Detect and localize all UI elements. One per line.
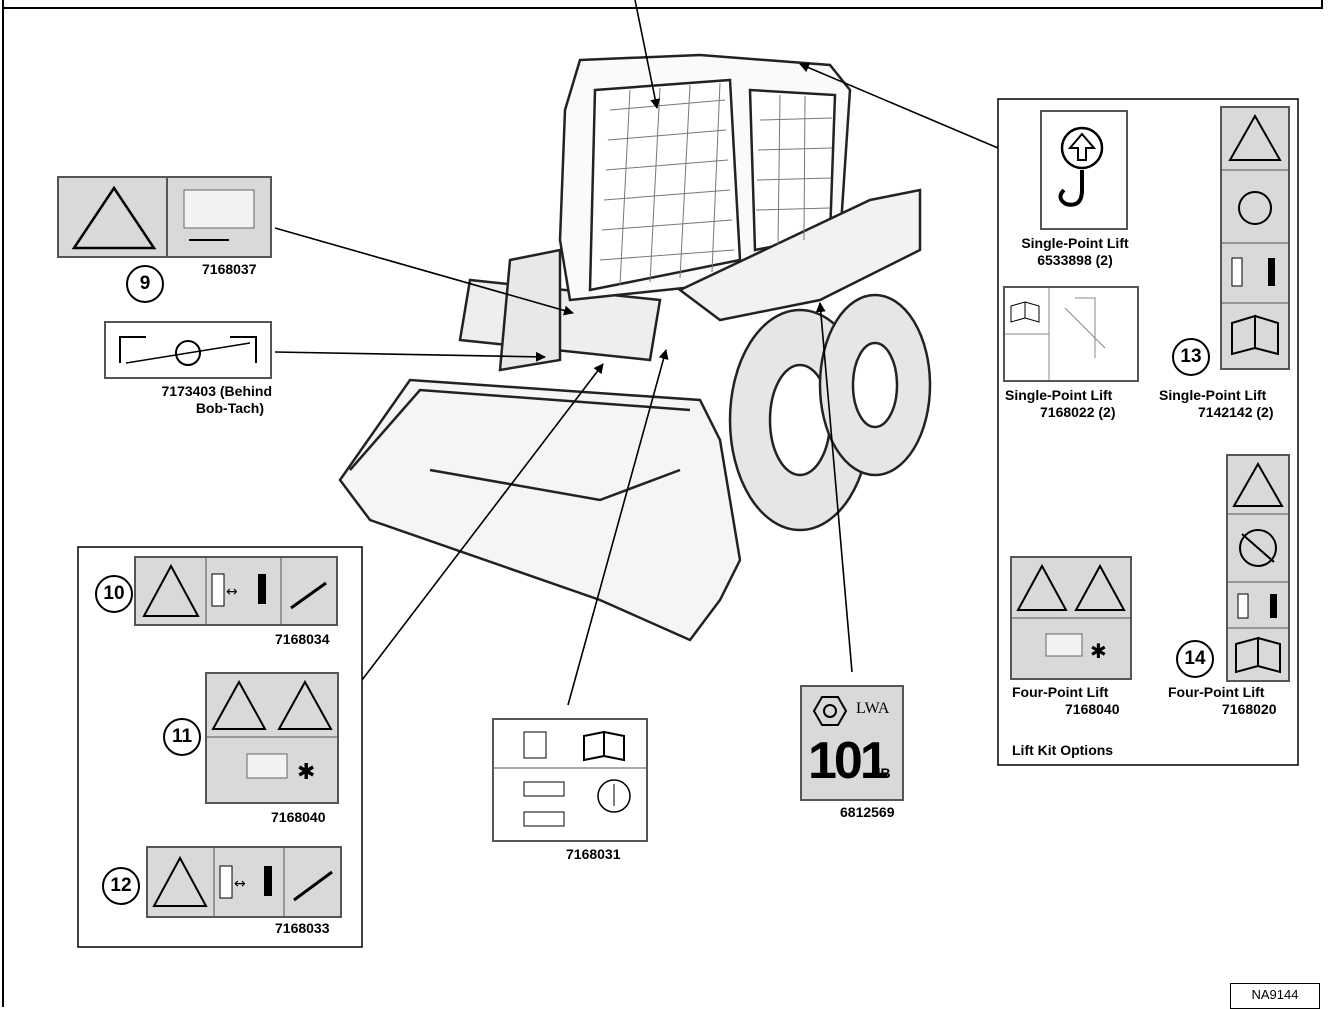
single-point-lift-b-part: 7168022 (2)	[1040, 404, 1116, 420]
part-number-7168040: 7168040	[271, 809, 326, 825]
part-number-7168033: 7168033	[275, 920, 330, 936]
bob-tach-lever-icon	[119, 336, 257, 366]
decal-7142142	[1220, 106, 1290, 370]
decal-group-10-12-box	[77, 546, 363, 948]
manual-book-icon	[1005, 288, 1106, 380]
part-number-7168031: 7168031	[566, 846, 621, 862]
decal-7168022	[1003, 286, 1139, 382]
callout-11: 11	[163, 718, 201, 756]
crush-hazard-icon: ✱	[1012, 563, 1130, 663]
svg-text:✱: ✱	[297, 760, 315, 785]
part-number-6812569: 6812569	[840, 804, 895, 820]
four-point-lift-a-part: 7168040	[1065, 701, 1120, 717]
arrow-7173403	[274, 351, 546, 362]
single-point-lift-a-part: 6533898 (2)	[1037, 252, 1113, 268]
part-number-7173403-line1: 7173403 (Behind	[161, 383, 273, 399]
arrow-6812569	[815, 302, 853, 673]
decal-7168020	[1226, 454, 1290, 682]
callout-14: 14	[1176, 640, 1214, 678]
callout-9: 9	[126, 265, 164, 303]
arrow-top	[634, 0, 661, 109]
single-point-lift-b-title: Single-Point Lift	[1005, 387, 1113, 403]
lift-hook-icon	[1058, 126, 1104, 207]
arrow-lift-kit	[799, 62, 999, 149]
single-point-lift-c-title: Single-Point Lift	[1159, 387, 1267, 403]
warning-triangle-icon: ✱	[207, 679, 337, 785]
decal-6533898	[1040, 110, 1128, 230]
page-frame-top	[3, 0, 1323, 9]
svg-text:↔: ↔	[234, 876, 246, 892]
stay-clear-icon: ↔	[152, 848, 333, 916]
decal-7168033: ↔	[146, 846, 342, 918]
arrow-10-12	[361, 363, 604, 681]
svg-text:✱: ✱	[1090, 639, 1107, 663]
warning-triangle-icon	[71, 178, 255, 256]
sound-level-icon	[812, 696, 848, 726]
callout-10: 10	[95, 575, 133, 613]
four-point-lift-a-title: Four-Point Lift	[1012, 684, 1109, 700]
callout-12: 12	[102, 867, 140, 905]
stay-clear-icon	[1228, 461, 1288, 674]
decal-7168040: ✱	[205, 672, 339, 804]
four-point-lift-b-title: Four-Point Lift	[1168, 684, 1265, 700]
arrow-9	[274, 227, 574, 316]
single-point-lift-a-title: Single-Point Lift	[1021, 235, 1129, 251]
warning-triangle-icon	[1222, 113, 1288, 356]
decal-7168040-lift: ✱	[1010, 556, 1132, 680]
svg-text:↔: ↔	[226, 584, 238, 600]
four-point-lift-b-part: 7168020	[1222, 701, 1277, 717]
arrow-7168031	[567, 349, 669, 706]
part-number-7168037: 7168037	[202, 261, 257, 277]
bucket	[338, 378, 742, 642]
decal-6812569	[800, 685, 904, 801]
callout-13: 13	[1172, 338, 1210, 376]
crush-hazard-icon: ↔	[142, 558, 327, 624]
single-point-lift-c-part: 7142142 (2)	[1198, 404, 1274, 420]
manual-book-icon	[494, 730, 646, 827]
part-number-7168034: 7168034	[275, 631, 330, 647]
lift-arm	[677, 188, 922, 322]
cab-screen-grid	[599, 82, 833, 286]
figure-id-badge: NA9144	[1230, 983, 1320, 1009]
skid-steer-loader-illustration	[338, 53, 932, 642]
decal-7168031	[492, 718, 648, 842]
lift-kit-options-label: Lift Kit Options	[1012, 742, 1114, 758]
sound-value: 101	[808, 732, 889, 790]
sound-label: LWA	[856, 700, 890, 717]
decal-7173403	[104, 321, 272, 379]
decal-7168034: ↔	[134, 556, 338, 626]
sound-unit: dB	[872, 765, 891, 781]
lift-kit-options-box	[997, 98, 1299, 766]
part-number-7173403-line2: Bob-Tach)	[195, 400, 264, 416]
decal-7168037	[57, 176, 272, 258]
